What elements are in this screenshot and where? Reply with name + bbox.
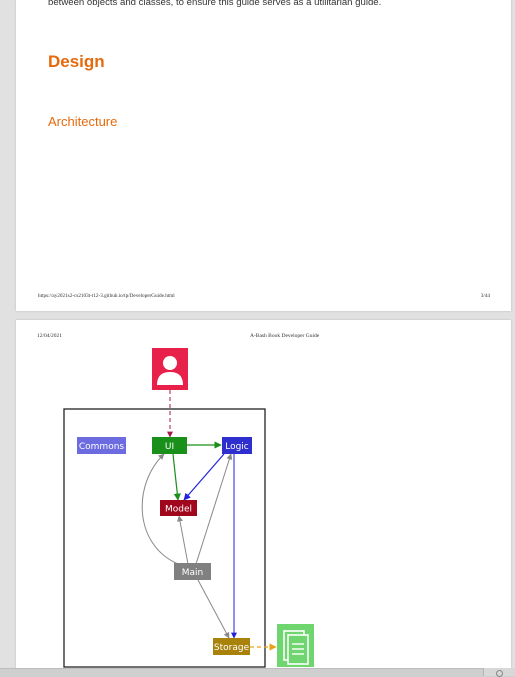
component-main-label: Main	[182, 568, 204, 578]
component-logic-label: Logic	[225, 442, 249, 452]
footer-url: https://ay2021s2-cs2103t-t12-3.github.io…	[38, 293, 175, 299]
arrow-main-model	[177, 515, 189, 565]
component-storage-label: Storage	[214, 643, 250, 653]
header-title: A-Bash Book Developer Guide	[250, 333, 320, 339]
component-main: Main	[174, 563, 211, 580]
heading-design: Design	[48, 52, 105, 71]
component-ui: UI	[152, 437, 187, 454]
system-boundary	[63, 408, 266, 668]
arrow-logic-model	[183, 453, 225, 501]
component-commons-label: Commons	[79, 442, 125, 452]
architecture-diagram: Commons UI Logic Model Main Storage	[63, 348, 314, 668]
footer-page-number: 3/44	[480, 293, 490, 299]
arrow-ui-model	[172, 453, 181, 501]
document-page-4: 12/04/2021 A-Bash Book Developer Guide	[16, 320, 511, 676]
arrow-main-logic	[195, 453, 233, 565]
component-ui-label: UI	[165, 442, 174, 452]
zoom-button[interactable]	[483, 668, 515, 677]
arrow-main-storage	[197, 579, 230, 639]
header-date: 12/04/2021	[37, 333, 63, 339]
document-page-3: between objects and classes, to ensure t…	[16, 0, 511, 311]
component-storage: Storage	[213, 638, 250, 655]
component-commons: Commons	[77, 437, 126, 454]
intro-paragraph: between objects and classes, to ensure t…	[48, 0, 382, 8]
arrow-main-ui	[141, 453, 179, 565]
component-model-label: Model	[165, 505, 192, 515]
component-model: Model	[160, 500, 197, 516]
user-icon	[152, 348, 188, 390]
heading-architecture: Architecture	[48, 114, 118, 129]
viewer-bottom-bar	[0, 668, 515, 677]
file-icon	[277, 624, 314, 667]
component-logic: Logic	[222, 437, 252, 454]
